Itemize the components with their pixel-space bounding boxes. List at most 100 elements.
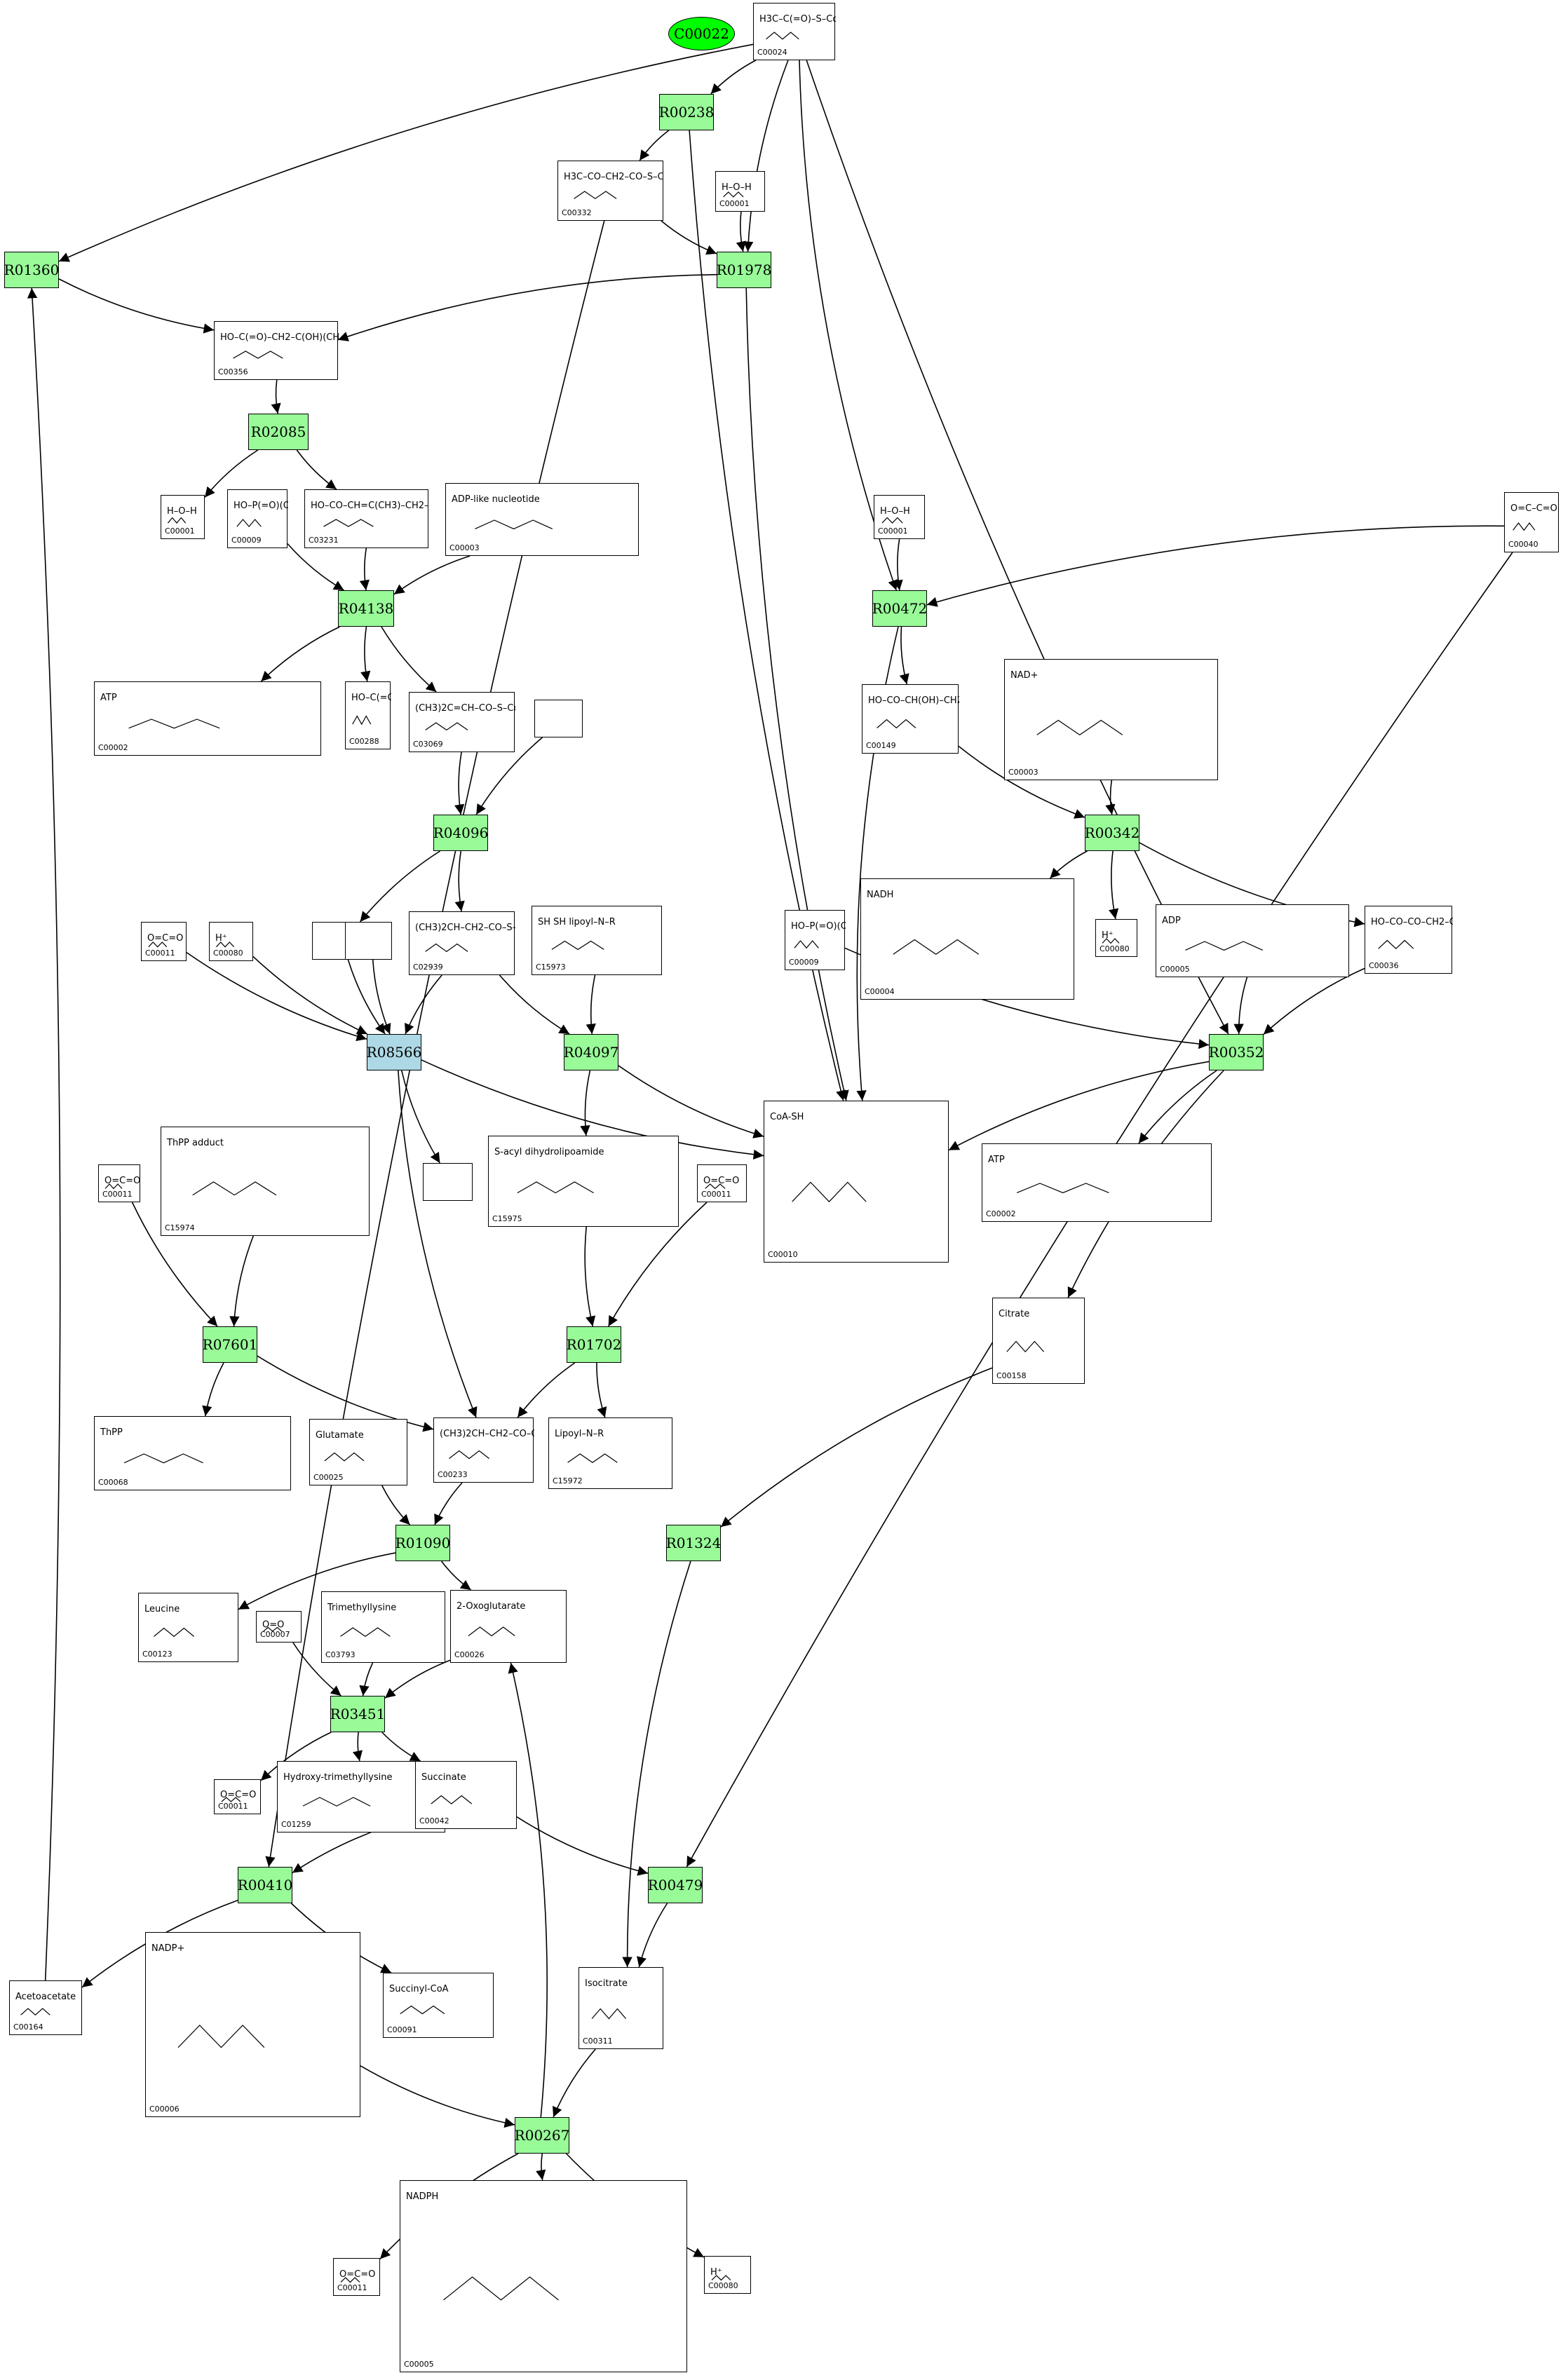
structure-icon: H⁺ xyxy=(710,2267,731,2281)
reaction-r03451[interactable]: R03451 xyxy=(330,1696,385,1732)
start-node[interactable]: C00022 xyxy=(668,17,735,50)
compound-c00080[interactable]: H⁺C00080 xyxy=(1095,919,1137,957)
reaction-r00352[interactable]: R00352 xyxy=(1209,1034,1264,1070)
structure-icon: O=C=O xyxy=(147,933,183,948)
structure-icon: H–O–H xyxy=(167,506,197,524)
formula-text: ADP-like nucleotide xyxy=(452,494,540,505)
compound-c00288[interactable]: HO–C(=O)–O⁻C00288 xyxy=(345,681,391,749)
reaction-r04097[interactable]: R04097 xyxy=(564,1034,618,1070)
compound-c00036[interactable]: HO–CO–CO–CH2–CO–OHC00036 xyxy=(1365,906,1453,974)
compound-id-label: C00003 xyxy=(449,543,480,552)
reaction-r07601[interactable]: R07601 xyxy=(203,1326,257,1363)
compound-c00332[interactable]: H3C–CO–CH2–CO–S–CoAC00332 xyxy=(557,161,664,221)
structure-icon: Succinyl-CoA xyxy=(389,1984,449,2015)
reaction-r08566[interactable]: R08566 xyxy=(367,1034,421,1070)
compound-c00006[interactable]: NADP+C00006 xyxy=(145,1932,360,2117)
formula-text: HO–C(=O)–O⁻ xyxy=(351,693,391,703)
reaction-r01360[interactable]: R01360 xyxy=(4,252,59,288)
reaction-r00410[interactable]: R00410 xyxy=(238,1867,292,1903)
formula-text: H3C–C(=O)–S–CoA xyxy=(759,14,836,25)
compound-c02939[interactable]: (CH3)2CH–CH2–CO–S–CoAC02939 xyxy=(409,911,515,975)
compound-c00009[interactable]: HO–P(=O)(OH)–OHC00009 xyxy=(227,489,288,548)
reaction-r01702[interactable]: R01702 xyxy=(567,1326,621,1363)
compound-empty[interactable] xyxy=(423,1163,473,1201)
compound-c00080[interactable]: H⁺C00080 xyxy=(704,2256,751,2294)
compound-c00003[interactable]: NAD+C00003 xyxy=(1004,659,1218,780)
reaction-r04096[interactable]: R04096 xyxy=(433,815,488,851)
compound-c03231[interactable]: HO–CO–CH=C(CH3)–CH2–CO–S–CoAC03231 xyxy=(304,489,429,548)
formula-text: H–O–H xyxy=(167,506,197,517)
reaction-r04138[interactable]: R04138 xyxy=(338,590,394,627)
structure-icon: O=O xyxy=(262,1620,284,1632)
reaction-r00238[interactable]: R00238 xyxy=(659,94,714,130)
pathway-edge xyxy=(806,60,1229,1035)
compound-id-label: C00024 xyxy=(757,48,787,57)
compound-c00024[interactable]: H3C–C(=O)–S–CoA C00024 xyxy=(753,3,836,60)
compound-empty[interactable] xyxy=(534,700,583,737)
formula-text: O=O xyxy=(262,1620,284,1631)
formula-text: Hydroxy-trimethyllysine xyxy=(283,1772,392,1783)
compound-c00356[interactable]: HO–C(=O)–CH2–C(OH)(CH3)–CH2–CO–S–CoAC003… xyxy=(214,321,339,380)
reaction-r00267[interactable]: R00267 xyxy=(515,2117,569,2154)
formula-text: H⁺ xyxy=(215,933,227,944)
reaction-r02085[interactable]: R02085 xyxy=(248,414,309,450)
reaction-r00342[interactable]: R00342 xyxy=(1085,815,1139,851)
reaction-r01978[interactable]: R01978 xyxy=(717,252,771,288)
pathway-edge xyxy=(584,1226,596,1327)
compound-id-label: C00001 xyxy=(878,526,908,536)
structure-icon: ATP xyxy=(100,693,220,729)
compound-c00009[interactable]: HO–P(=O)(OH)–OHC00009 xyxy=(785,910,846,970)
pathway-edge xyxy=(799,60,898,591)
formula-text: ADP xyxy=(1162,916,1181,926)
pathway-edge xyxy=(607,1202,708,1327)
pathway-edge xyxy=(1138,1070,1217,1144)
formula-text: (CH3)2CH–CH2–CO–S–CoA xyxy=(415,923,515,933)
reaction-r01324[interactable]: R01324 xyxy=(666,1525,721,1561)
structure-icon: ThPP xyxy=(100,1427,203,1464)
reaction-r00472[interactable]: R00472 xyxy=(872,590,927,627)
pathway-edge xyxy=(381,1485,411,1525)
compound-c00080[interactable]: H⁺C00080 xyxy=(209,922,253,961)
reaction-r01090[interactable]: R01090 xyxy=(395,1525,450,1561)
formula-text: HO–CO–CO–CH2–CO–OH xyxy=(1371,917,1453,927)
structure-icon: ThPP adduct xyxy=(166,1138,277,1196)
compound-empty[interactable] xyxy=(345,922,392,960)
formula-text: HO–C(=O)–CH2–C(OH)(CH3)–CH2–CO–S–CoA xyxy=(220,332,339,343)
reaction-r00479[interactable]: R00479 xyxy=(648,1867,703,1903)
compound-c00233[interactable]: (CH3)2CH–CH2–CO–COOHC00233 xyxy=(433,1417,534,1483)
pathway-edge xyxy=(454,850,465,912)
compound-c00149[interactable]: HO–CO–CH(OH)–CH2–CO–OHC00149 xyxy=(862,684,959,754)
